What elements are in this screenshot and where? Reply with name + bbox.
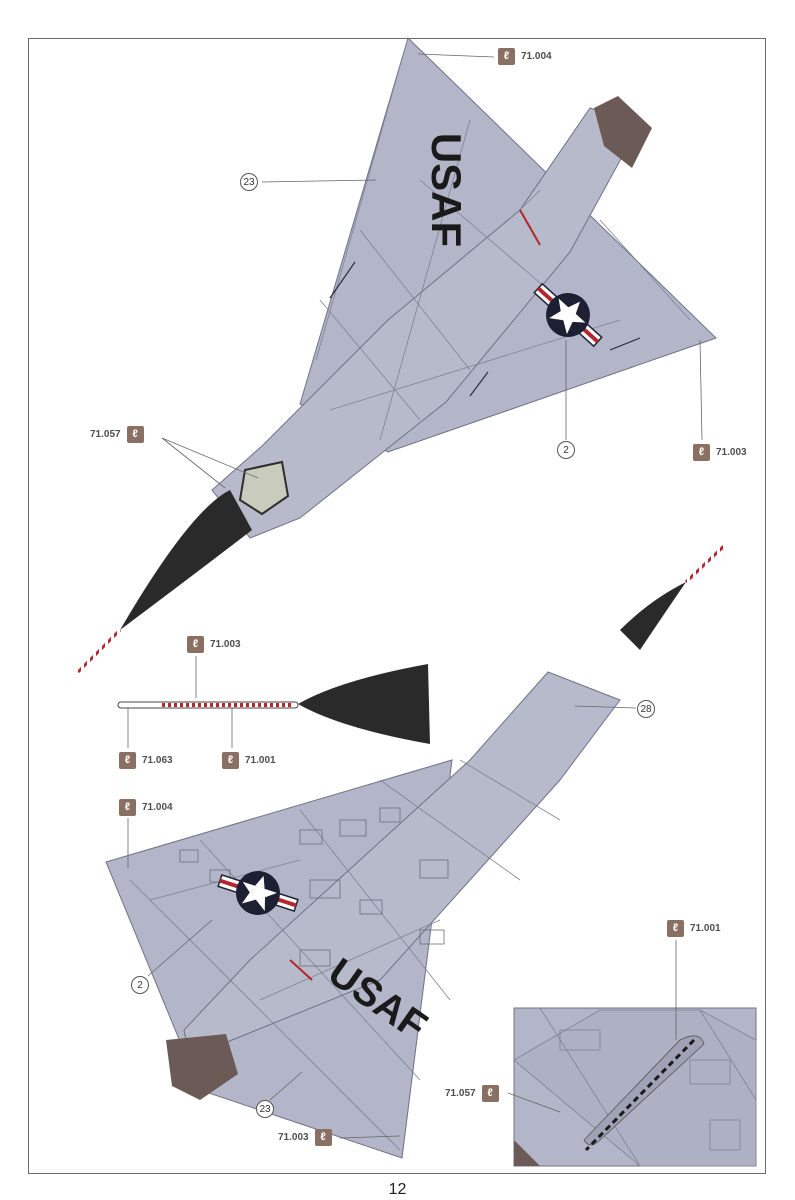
paint-code-top-right-wingtip: ℓ 71.003 [693, 444, 747, 461]
top-view-pitot-probe [76, 628, 122, 674]
bottom-view-access-panels [179, 807, 449, 967]
paint-code-bottom-wingtip: ℓ 71.004 [119, 799, 173, 816]
paint-code-probe-base: ℓ 71.063 [119, 752, 173, 769]
top-view-fuselage [211, 107, 641, 539]
top-view-exhaust [594, 96, 652, 168]
paint-code-label: 71.004 [142, 802, 173, 813]
top-view-national-roundel [533, 282, 603, 348]
top-view-aircraft: USAF [76, 37, 717, 674]
top-view-radome [120, 490, 252, 630]
bottom-view-radome [620, 582, 686, 650]
paint-code-label: 71.063 [142, 755, 173, 766]
paint-code-label: 71.003 [278, 1132, 309, 1143]
paint-code-label: 71.001 [245, 755, 276, 766]
brush-icon: ℓ [693, 444, 710, 461]
page-frame [28, 38, 766, 1174]
bottom-view-exhaust [166, 1034, 238, 1100]
brush-icon: ℓ [126, 426, 144, 443]
paint-code-label: 71.057 [445, 1088, 476, 1099]
paint-code-detail-canopy: ℓ 71.057 [445, 1085, 499, 1102]
paint-code-label: 71.001 [690, 923, 721, 934]
paint-code-label: 71.003 [210, 639, 241, 650]
paint-code-probe-stripe: ℓ 71.001 [222, 752, 276, 769]
bottom-view-aircraft: USAF [105, 544, 726, 1159]
paint-code-detail-panel: ℓ 71.001 [667, 920, 721, 937]
leader-lines [127, 53, 703, 1139]
callout-top-roundel: 2 [557, 441, 575, 459]
callout-top-wing-marking: 23 [240, 173, 258, 191]
brush-icon: ℓ [314, 1129, 332, 1146]
brush-icon: ℓ [498, 48, 515, 65]
probe-detail [117, 664, 430, 744]
page-number: 12 [388, 1181, 407, 1198]
brush-icon: ℓ [481, 1085, 499, 1102]
brush-icon: ℓ [187, 636, 204, 653]
bottom-view-pitot-probe [684, 544, 726, 584]
top-view-canopy [238, 460, 290, 516]
callout-bottom-wing-marking: 23 [256, 1100, 274, 1118]
top-view-usaf-marking: USAF [423, 133, 470, 247]
paint-code-label: 71.003 [716, 447, 747, 458]
paint-code-top-canopy: ℓ 71.057 [90, 426, 144, 443]
paint-code-probe-tip: ℓ 71.003 [187, 636, 241, 653]
paint-code-bottom-tail: ℓ 71.003 [278, 1129, 332, 1146]
brush-icon: ℓ [667, 920, 684, 937]
callout-bottom-intake: 28 [637, 700, 655, 718]
detail-inset [513, 1007, 757, 1167]
brush-icon: ℓ [119, 752, 136, 769]
probe-detail-radome [298, 664, 430, 744]
callout-bottom-roundel: 2 [131, 976, 149, 994]
paint-code-label: 71.004 [521, 51, 552, 62]
brush-icon: ℓ [222, 752, 239, 769]
paint-code-top-wingtip: ℓ 71.004 [498, 48, 552, 65]
paint-code-label: 71.057 [90, 429, 121, 440]
brush-icon: ℓ [119, 799, 136, 816]
bottom-view-national-roundel [217, 871, 299, 915]
top-view-static-wicks [329, 261, 641, 397]
